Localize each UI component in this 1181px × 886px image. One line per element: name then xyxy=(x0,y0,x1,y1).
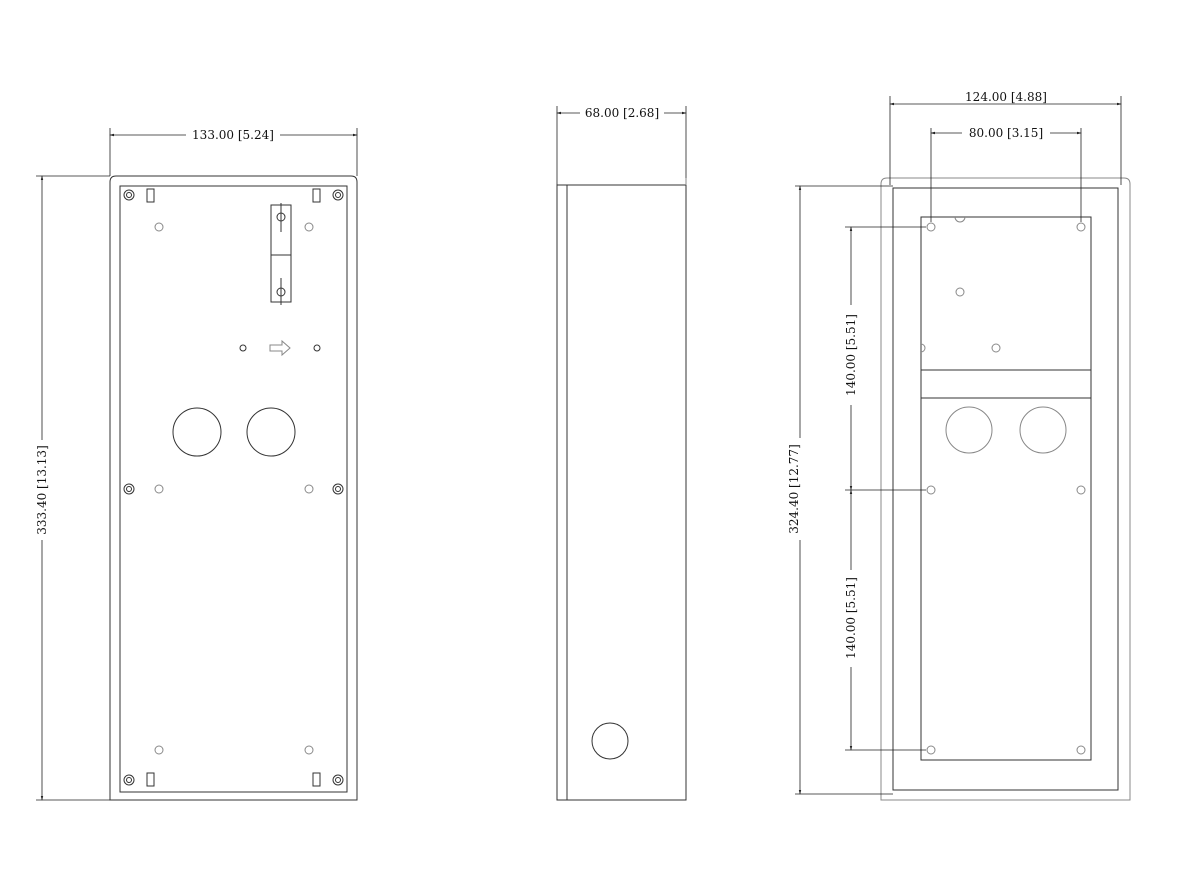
back-outer-frame xyxy=(109,175,358,801)
side-knockout xyxy=(591,722,629,760)
cable-knockout xyxy=(945,406,993,454)
back-height-dimension: 333.40 [13.13] xyxy=(35,175,110,801)
hinge-bracket xyxy=(270,203,292,305)
screw-holes xyxy=(123,189,344,786)
back-width-dimension: 133.00 [5.24] xyxy=(109,128,358,176)
mounting-plate xyxy=(920,216,1092,761)
plate-band xyxy=(920,369,1092,399)
upper-spacing-dimension: 140.00 [5.51] xyxy=(844,226,926,491)
hole-spacing-label: 80.00 [3.15] xyxy=(969,126,1043,140)
front-outer-frame xyxy=(880,177,1131,801)
side-depth-label: 68.00 [2.68] xyxy=(585,106,659,120)
side-outline xyxy=(556,184,687,801)
plate-holes xyxy=(920,216,1086,755)
cable-knockout xyxy=(1019,406,1067,454)
front-view: 124.00 [4.88] 80.00 [3.15] 324.40 [12.77… xyxy=(787,90,1131,801)
front-width-dimension: 124.00 [4.88] xyxy=(889,90,1122,185)
back-view: 133.00 [5.24] 333.40 [13.13] xyxy=(35,128,358,801)
front-width-label: 124.00 [4.88] xyxy=(965,90,1047,104)
tabs xyxy=(146,188,321,787)
lower-spacing-label: 140.00 [5.51] xyxy=(844,577,858,659)
hole-spacing-dimension: 80.00 [3.15] xyxy=(930,126,1082,222)
upper-spacing-label: 140.00 [5.51] xyxy=(844,314,858,396)
front-height-label: 324.40 [12.77] xyxy=(787,444,801,534)
back-width-label: 133.00 [5.24] xyxy=(192,128,274,142)
cable-knockout xyxy=(246,407,296,457)
back-inner-frame xyxy=(119,185,348,793)
cable-knockout xyxy=(172,407,222,457)
side-view: 68.00 [2.68] xyxy=(556,106,687,801)
arrow-marking xyxy=(269,339,291,357)
back-height-label: 333.40 [13.13] xyxy=(35,445,49,535)
mount-holes xyxy=(154,222,321,755)
side-depth-dimension: 68.00 [2.68] xyxy=(556,106,687,185)
lower-spacing-dimension: 140.00 [5.51] xyxy=(844,489,926,751)
front-inner-frame xyxy=(892,187,1119,791)
front-height-dimension: 324.40 [12.77] xyxy=(787,185,893,795)
